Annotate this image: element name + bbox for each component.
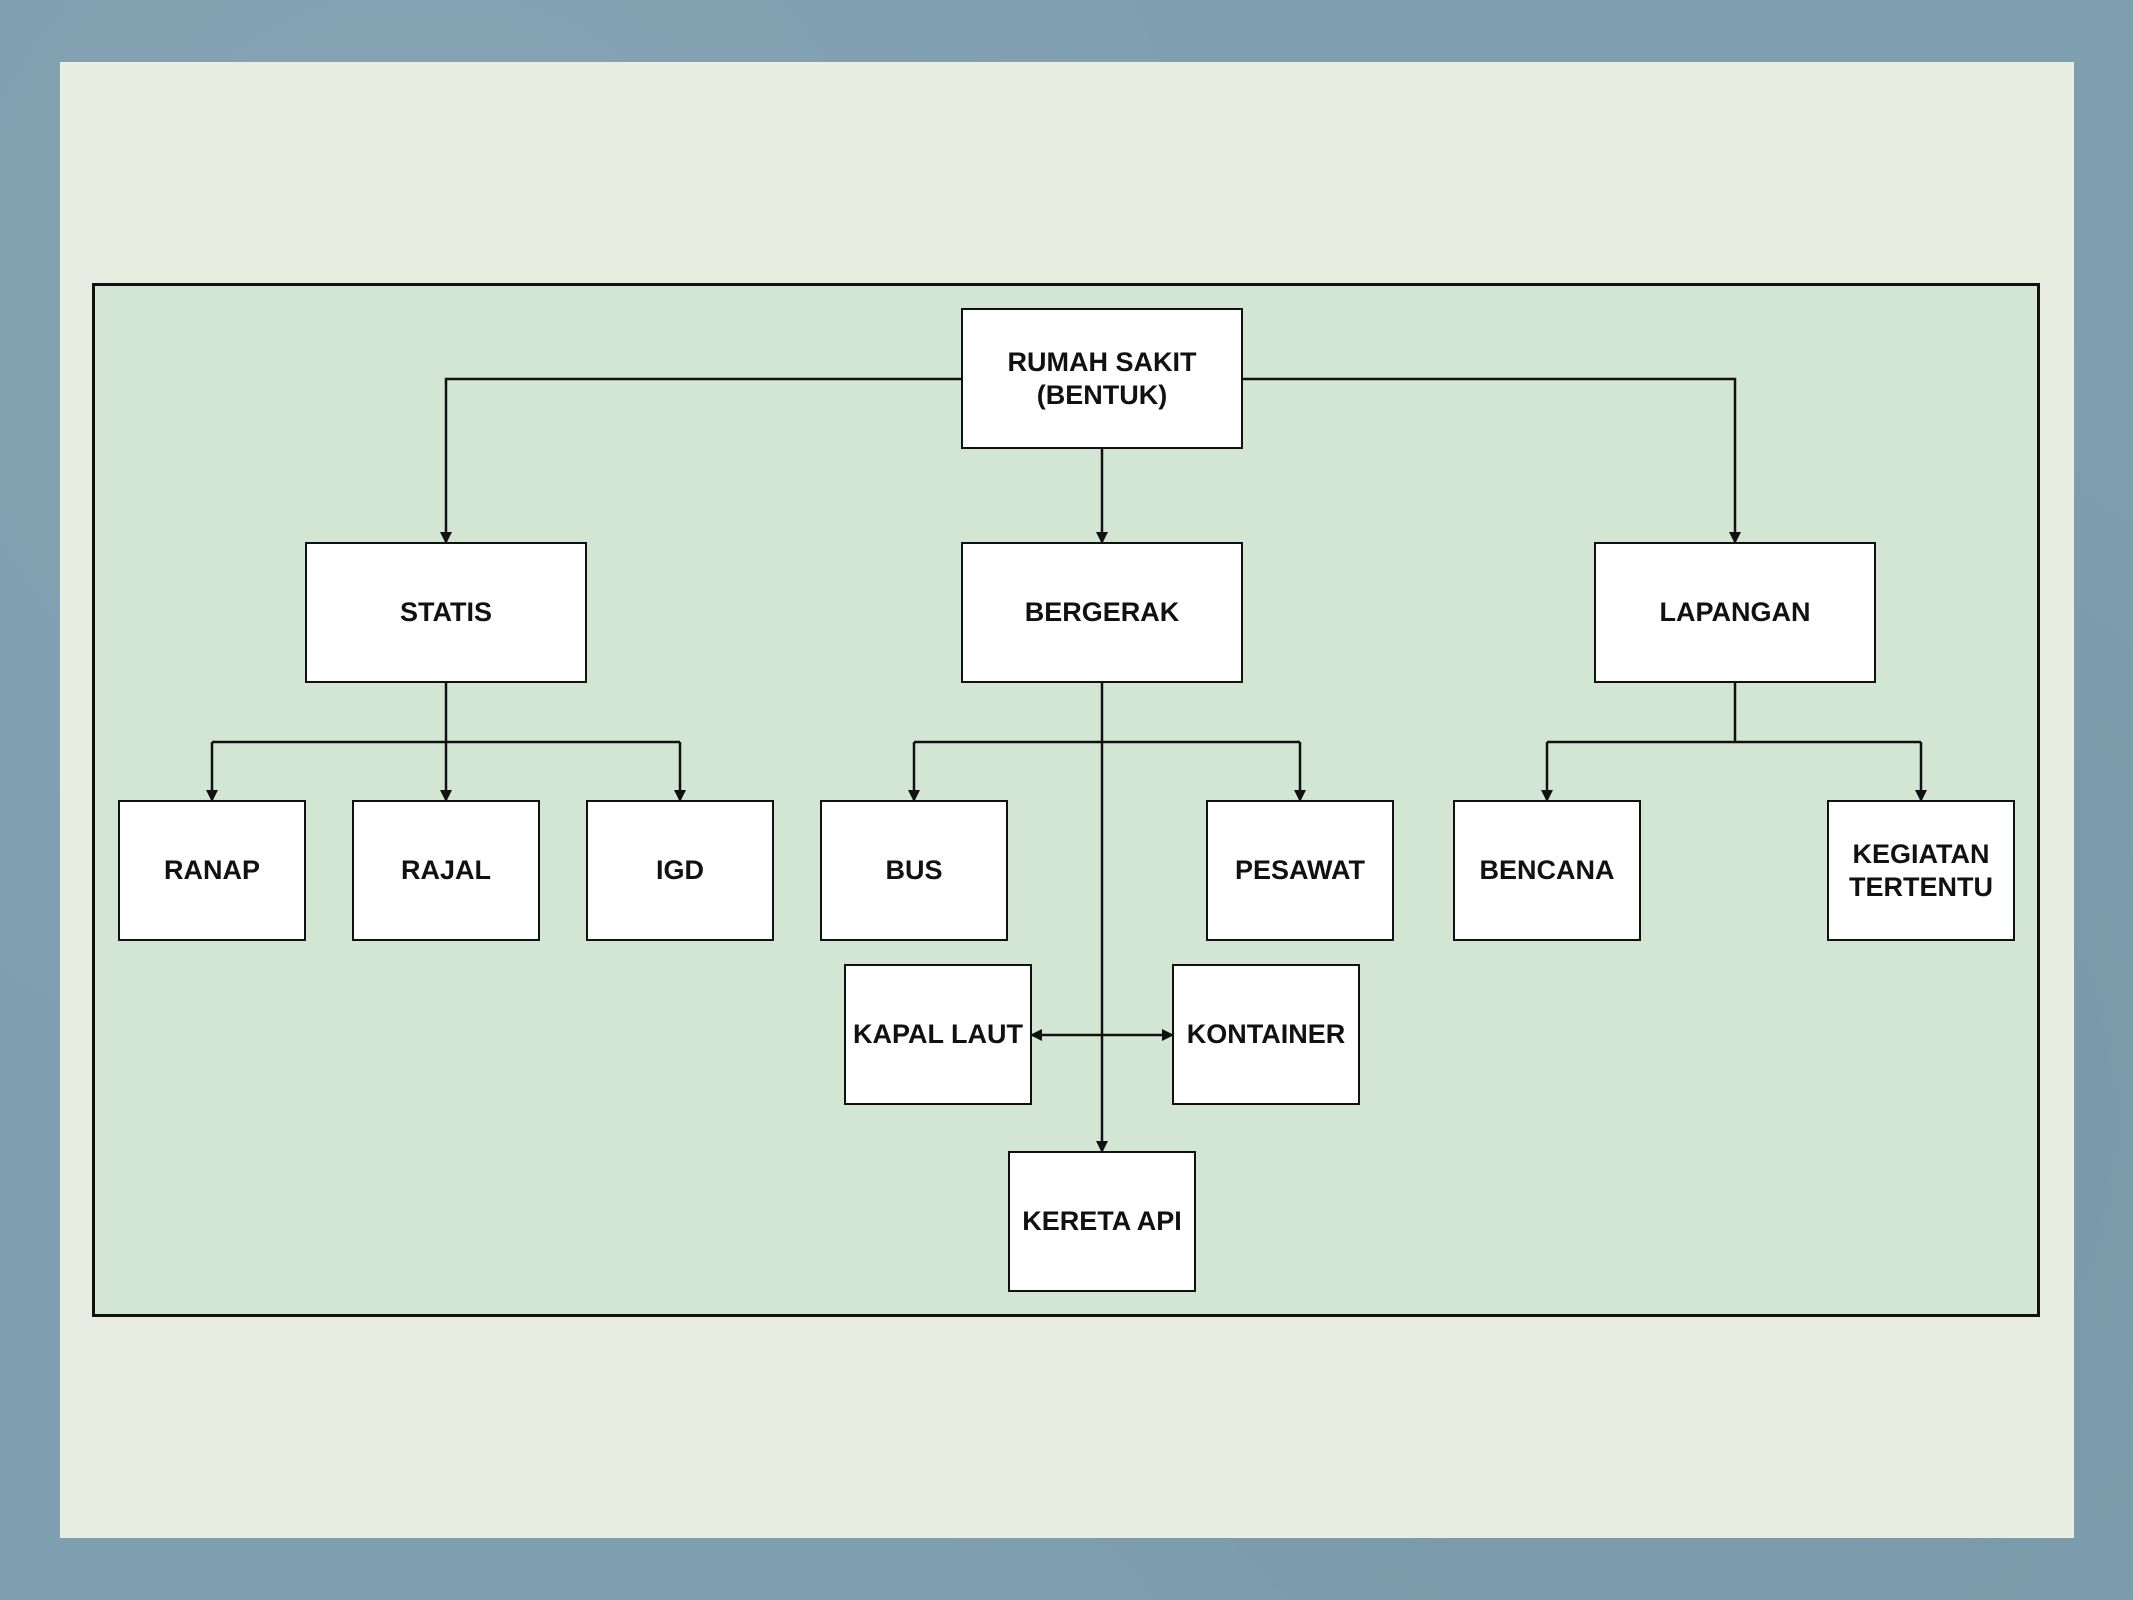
node-ranap: RANAP — [118, 800, 306, 941]
node-kapal-laut: KAPAL LAUT — [844, 964, 1032, 1105]
node-lapangan: LAPANGAN — [1594, 542, 1876, 683]
node-kegiatan-tertentu: KEGIATAN TERTENTU — [1827, 800, 2015, 941]
node-rumah-sakit: RUMAH SAKIT (BENTUK) — [961, 308, 1243, 449]
node-pesawat: PESAWAT — [1206, 800, 1394, 941]
node-igd: IGD — [586, 800, 774, 941]
node-rajal: RAJAL — [352, 800, 540, 941]
node-statis: STATIS — [305, 542, 587, 683]
node-kereta-api: KERETA API — [1008, 1151, 1196, 1292]
node-bus: BUS — [820, 800, 1008, 941]
node-bencana: BENCANA — [1453, 800, 1641, 941]
node-kontainer: KONTAINER — [1172, 964, 1360, 1105]
node-bergerak: BERGERAK — [961, 542, 1243, 683]
